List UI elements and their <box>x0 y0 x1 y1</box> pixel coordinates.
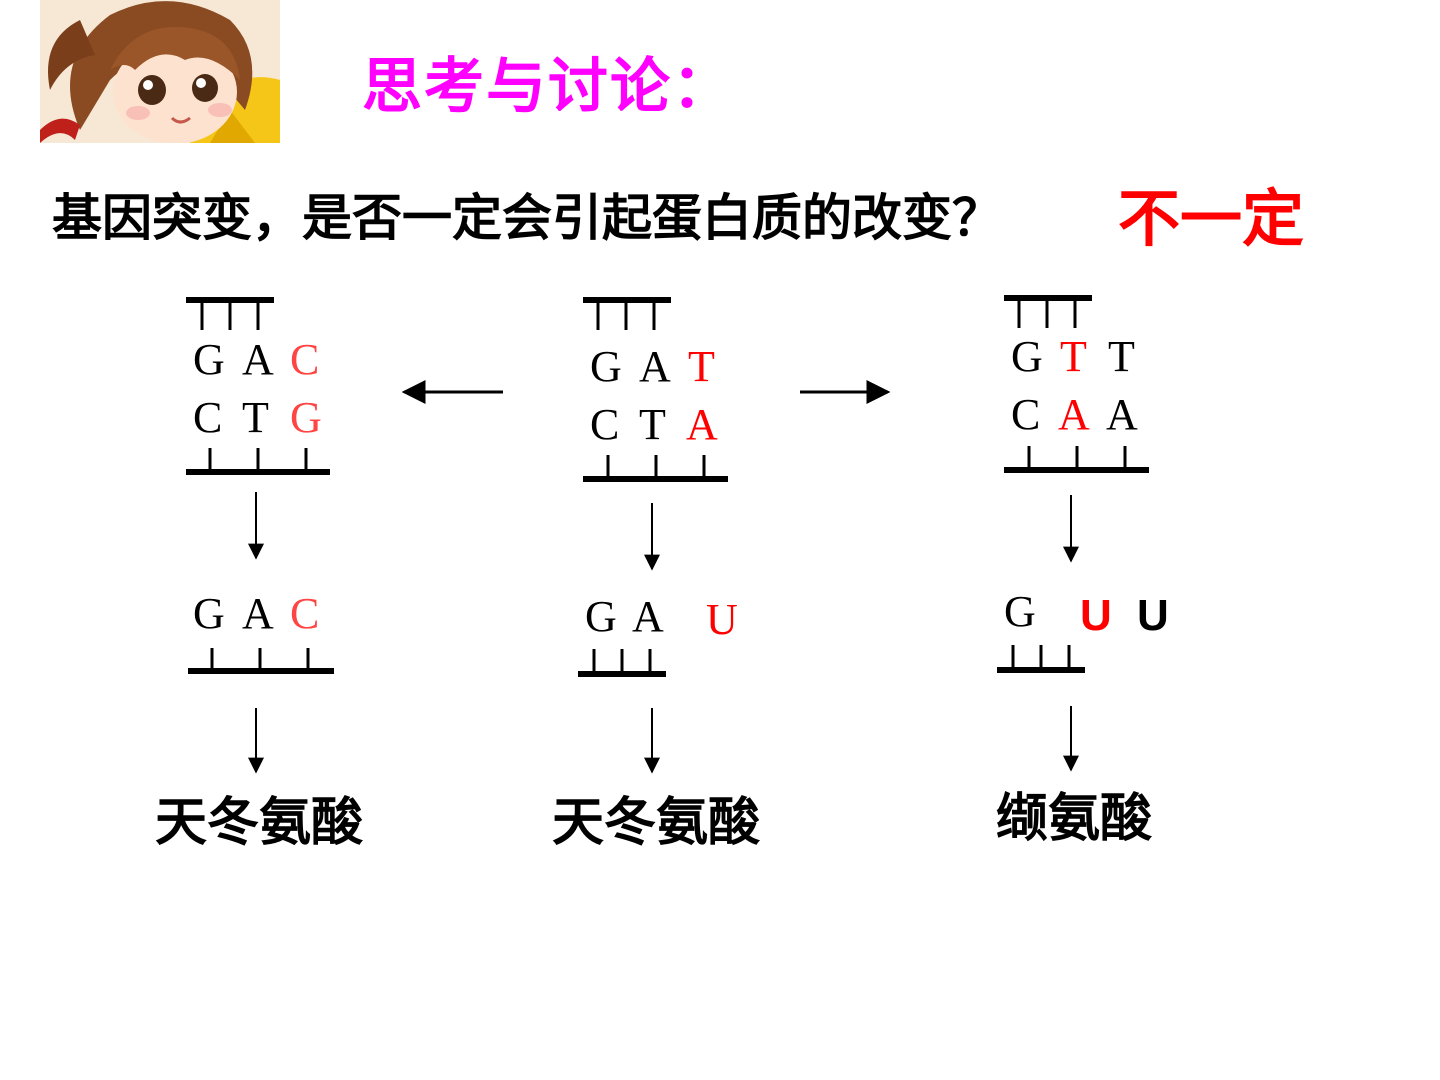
column-2: G A T C T A G A U 天冬氨酸 <box>552 297 761 853</box>
mrna-base: A <box>632 592 664 641</box>
dna-bottom-base-mutated: A <box>686 400 718 449</box>
mrna-base: G <box>585 592 617 641</box>
dna-bottom-base-mutated: A <box>1058 390 1090 439</box>
dna-bottom-base: T <box>242 393 269 442</box>
dna-top-base-mutated: T <box>1060 332 1087 381</box>
dna-bottom-base-changed: G <box>290 393 322 442</box>
dna-bottom-base: A <box>1106 390 1138 439</box>
mrna-base: G <box>1004 587 1036 636</box>
amino-acid-label: 天冬氨酸 <box>155 793 364 853</box>
question-text: 基因突变，是否一定会引起蛋白质的改变？ <box>52 188 1002 247</box>
page-title: 思考与讨论： <box>362 52 734 122</box>
mrna-base-mutated: U <box>706 595 738 644</box>
dna-top-base: G <box>1011 332 1043 381</box>
mrna-base-changed: C <box>290 589 319 638</box>
mrna-base: A <box>242 589 274 638</box>
amino-acid-label: 天冬氨酸 <box>552 793 761 853</box>
dna-bottom-base: C <box>1011 390 1040 439</box>
dna-bottom-base: T <box>639 400 666 449</box>
dna-bottom-base: C <box>193 393 222 442</box>
dna-bottom-base: C <box>590 400 619 449</box>
dna-top-base: T <box>1108 332 1135 381</box>
dna-top-base: G <box>590 342 622 391</box>
mrna-base-mutated: U <box>1080 591 1112 640</box>
girl-avatar-icon <box>40 0 280 143</box>
column-1: G A C C T G G A C 天冬氨酸 <box>155 297 364 853</box>
dna-top-base: A <box>639 342 671 391</box>
amino-acid-label: 缬氨酸 <box>996 789 1153 849</box>
answer-text: 不一定 <box>1118 182 1305 255</box>
mrna-base: U <box>1137 591 1169 640</box>
column-3: G T T C A A G U U 缬氨酸 <box>996 295 1169 849</box>
dna-top-base: A <box>242 335 274 384</box>
dna-top-base: G <box>193 335 225 384</box>
mrna-base: G <box>193 589 225 638</box>
dna-top-base-changed: C <box>290 335 319 384</box>
dna-top-base-mutated: T <box>688 342 715 391</box>
